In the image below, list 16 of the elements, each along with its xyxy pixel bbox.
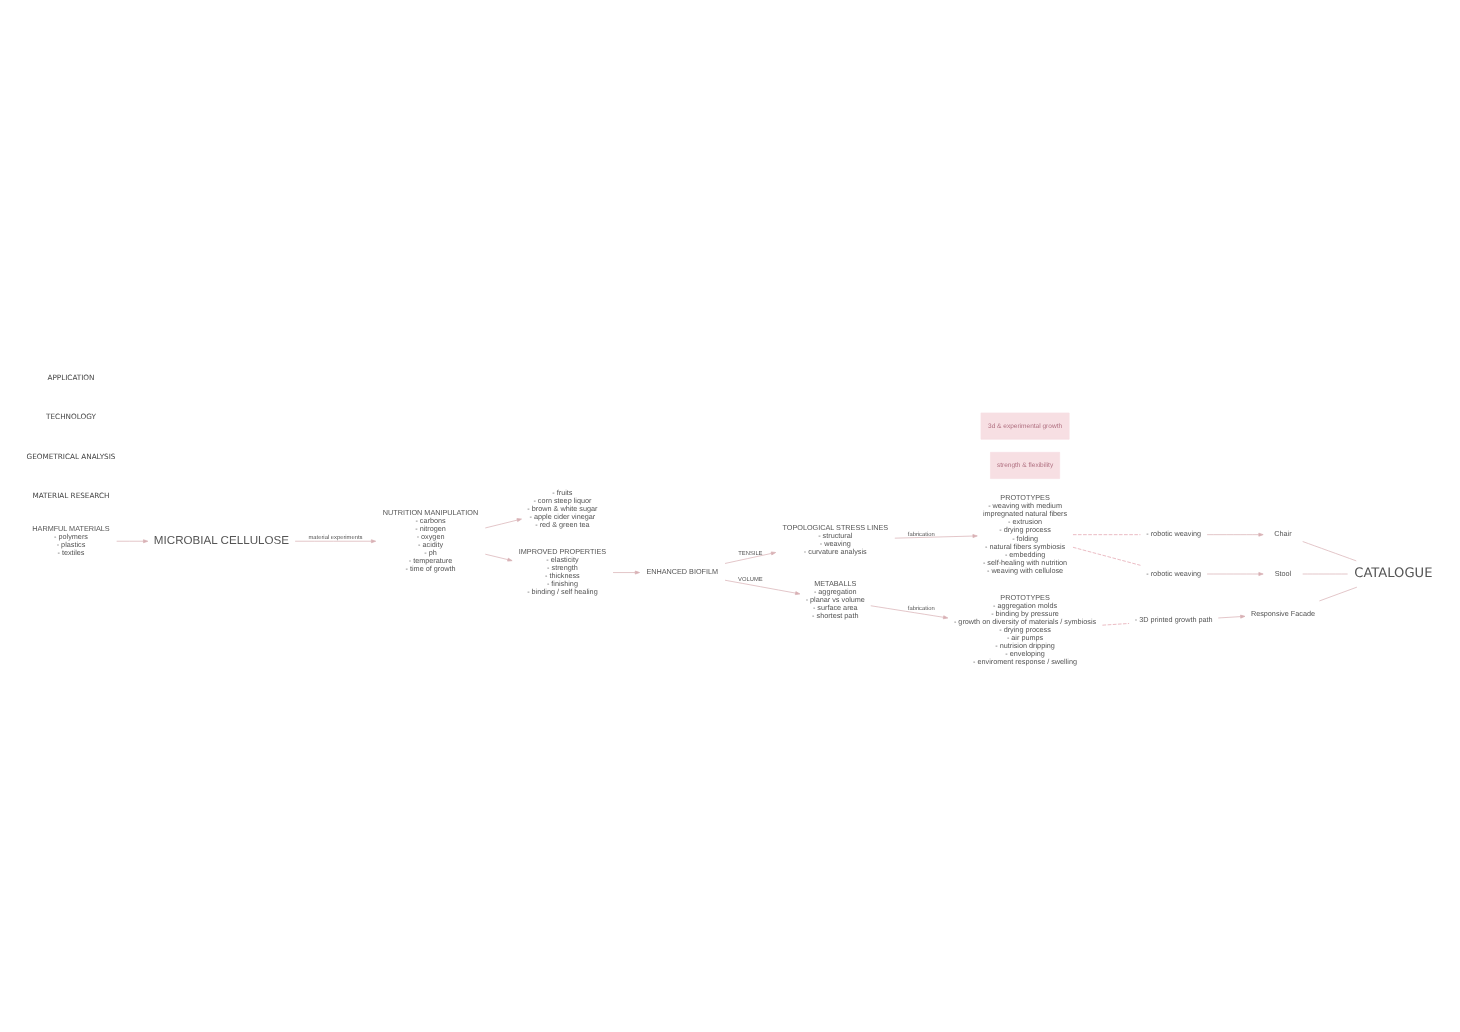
arrow [894,533,978,538]
connector [1302,540,1357,561]
arrow [1206,531,1264,536]
arrow [484,517,522,528]
arrow [484,552,513,561]
connector [1072,533,1141,535]
arrow [1217,613,1246,618]
arrow [724,578,801,594]
connector [1072,545,1141,565]
arrow [612,569,640,574]
connector [1102,622,1130,625]
arrow [116,538,149,543]
arrow [294,538,377,543]
arrow [724,550,777,563]
arrow [870,604,949,619]
connector [1319,585,1358,601]
